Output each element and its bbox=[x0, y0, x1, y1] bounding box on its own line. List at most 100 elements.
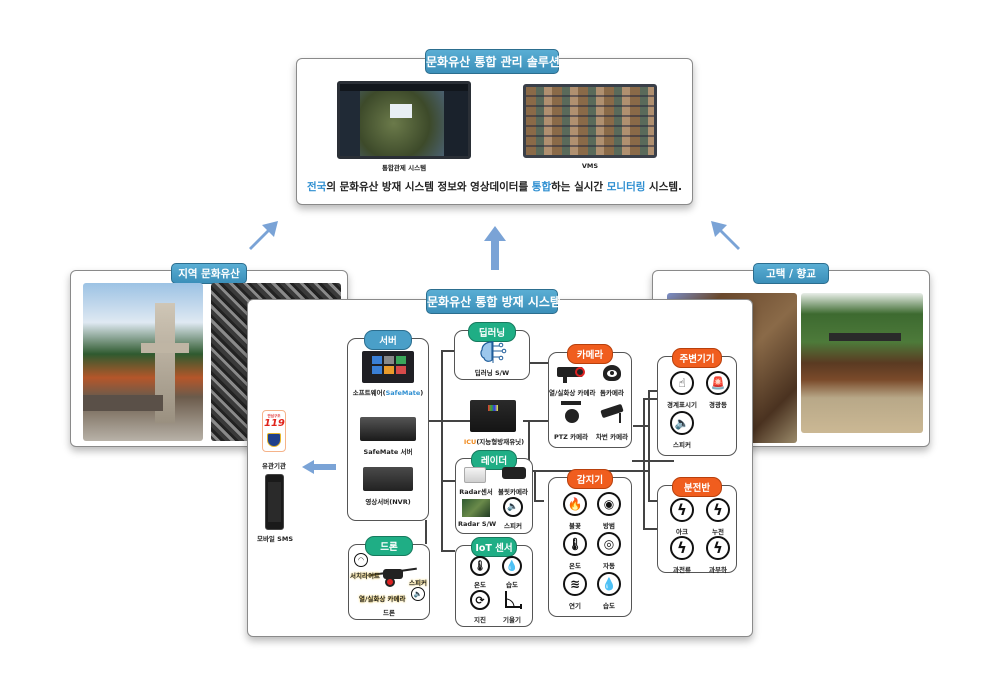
connector-line bbox=[523, 420, 553, 422]
safemate-software-label: 소프트웨어(SafeMate) bbox=[352, 389, 424, 397]
connector-line bbox=[418, 420, 473, 422]
control-system-label: 통합관제 시스템 bbox=[381, 164, 427, 172]
drone-callout-searchlight: 서치라이트 bbox=[350, 572, 380, 580]
disaster-prevention-title: 문화유산 통합 방재 시스템 bbox=[426, 289, 561, 314]
ptz-camera-image bbox=[561, 401, 583, 425]
thermometer-icon: 🌡 bbox=[470, 556, 490, 576]
connector-line bbox=[425, 520, 427, 544]
old-house-hyanggyo-title: 고택 / 향교 bbox=[753, 263, 829, 284]
agency-badge: 안심구조 119 bbox=[262, 410, 286, 452]
iot-humidity-label: 습도 bbox=[506, 581, 518, 589]
security-label: 방범 bbox=[603, 522, 615, 530]
radar-sensor-image bbox=[464, 467, 486, 483]
integrated-disaster-prevention-panel: 문화유산 통합 방재 시스템 안심구조 119 유관기관 모바일 SMS 서버 bbox=[247, 289, 753, 637]
desc-highlight-monitoring: 모니터링 bbox=[606, 181, 646, 193]
nvr-server-image bbox=[363, 467, 413, 491]
smoke-detector-icon: ≋ bbox=[563, 572, 587, 596]
iot-tilt-label: 기울기 bbox=[503, 616, 521, 624]
panelboard-group: 분전반 ϟ 아크 ϟ 누전 ϟ 과전류 ϟ 과부하 bbox=[657, 477, 737, 574]
mobile-sms-label: 모바일 SMS bbox=[256, 535, 294, 543]
iot-sensor-title: IoT 센서 bbox=[471, 537, 517, 557]
connector-line bbox=[528, 420, 530, 470]
peripheral-title: 주변기기 bbox=[672, 348, 722, 368]
overload-label: 과부하 bbox=[709, 566, 727, 574]
connector-line bbox=[632, 460, 674, 462]
safemate-server-label: SafeMate 서버 bbox=[363, 448, 413, 456]
drone-callout-thermal-camera: 열/실화상 카메라 bbox=[359, 595, 406, 603]
connector-line bbox=[441, 550, 455, 552]
humidity-label: 습도 bbox=[603, 602, 615, 610]
regional-heritage-title: 지역 문화유산 bbox=[171, 263, 247, 284]
tilt-icon bbox=[505, 591, 522, 609]
camera-title: 카메라 bbox=[567, 344, 613, 364]
radar-sensor-label: Radar센서 bbox=[459, 488, 493, 496]
temperature-label: 온도 bbox=[569, 562, 581, 570]
drone-title: 드론 bbox=[365, 536, 413, 556]
mobile-phone-image bbox=[265, 474, 284, 530]
drone-label: 드론 bbox=[383, 609, 395, 617]
safemate-server-image bbox=[360, 417, 416, 441]
speaker-icon: 🔈 bbox=[411, 587, 425, 601]
bullet-camera-image bbox=[502, 467, 526, 479]
thermal-camera-label: 열/실화상 카메라 bbox=[549, 389, 596, 397]
radar-group: 레이더 Radar센서 볼릿카메라 Radar S/W 🔈 스피커 bbox=[455, 450, 533, 534]
radar-title: 레이더 bbox=[471, 450, 517, 470]
police-emblem-icon bbox=[267, 433, 281, 447]
solution-description: 전국의 문화유산 방재 시스템 정보와 영상데이터를 통합하는 실시간 모니터링… bbox=[297, 179, 692, 194]
peripheral-speaker-label: 스피커 bbox=[673, 441, 691, 449]
connector-line bbox=[648, 390, 650, 500]
flame-detector-icon: 🔥 bbox=[563, 492, 587, 516]
deep-learning-title: 딥러닝 bbox=[468, 322, 516, 342]
flame-label: 불꽃 bbox=[569, 522, 581, 530]
connector-line bbox=[528, 362, 548, 364]
panelboard-title: 분전반 bbox=[672, 477, 722, 497]
warning-light-label: 경광등 bbox=[709, 401, 727, 409]
arrow-to-agencies bbox=[302, 460, 336, 474]
nvr-server-label: 영상서버(NVR) bbox=[365, 498, 411, 506]
leakage-label: 누전 bbox=[712, 528, 724, 536]
rescue-119-logo: 안심구조 119 bbox=[264, 414, 285, 429]
arrow-center-to-top bbox=[484, 226, 506, 270]
ptz-camera-label: PTZ 카메라 bbox=[553, 433, 589, 441]
desc-text-1: 의 문화유산 방재 시스템 정보와 영상데이터를 bbox=[326, 181, 532, 193]
warning-light-icon: 🚨 bbox=[706, 371, 730, 395]
license-plate-camera-label: 차번 카메라 bbox=[595, 433, 629, 441]
desc-highlight-nationwide: 전국 bbox=[306, 181, 327, 193]
brain-ai-icon bbox=[480, 341, 507, 363]
arc-label: 아크 bbox=[676, 528, 688, 536]
connector-line bbox=[643, 528, 657, 530]
desc-text-3: 시스템. bbox=[645, 181, 683, 193]
control-system-screenshot bbox=[337, 81, 471, 159]
desc-text-2: 하는 실시간 bbox=[551, 181, 607, 193]
server-title: 서버 bbox=[364, 330, 412, 350]
thermal-camera-image bbox=[557, 365, 585, 383]
overload-lightning-icon: ϟ bbox=[706, 536, 730, 560]
smoke-label: 연기 bbox=[569, 602, 581, 610]
agency-label: 유관기관 bbox=[262, 462, 286, 470]
radar-software-label: Radar S/W bbox=[458, 520, 497, 528]
speaker-icon: 🔈 bbox=[670, 411, 694, 435]
hyanggyo-photo bbox=[801, 293, 923, 433]
boundary-indicator-label: 경계표시기 bbox=[667, 401, 697, 409]
vms-label: VMS bbox=[581, 162, 599, 170]
arc-lightning-icon: ϟ bbox=[670, 498, 694, 522]
iot-earthquake-label: 지진 bbox=[474, 616, 486, 624]
drone-callout-speaker: 스피커 bbox=[409, 579, 427, 587]
earthquake-icon: ⟳ bbox=[470, 590, 490, 610]
leakage-lightning-icon: ϟ bbox=[706, 498, 730, 522]
deep-learning-label: 딥러닝 S/W bbox=[474, 369, 510, 377]
license-plate-camera-image bbox=[600, 403, 627, 423]
connector-line bbox=[643, 398, 657, 400]
deep-learning-group: 딥러닝 딥러닝 S/W bbox=[454, 322, 530, 380]
iot-sensor-group: IoT 센서 🌡 온도 💧 습도 ⟳ 지진 기울기 bbox=[455, 537, 533, 627]
bullet-camera-label: 볼릿카메라 bbox=[498, 488, 528, 496]
boundary-indicator-icon: ☝ bbox=[670, 371, 694, 395]
radar-speaker-label: 스피커 bbox=[504, 522, 522, 530]
speaker-icon: 🔈 bbox=[503, 497, 523, 517]
security-detector-icon: ◉ bbox=[597, 492, 621, 516]
connector-line bbox=[648, 500, 658, 502]
integrated-management-title: 문화유산 통합 관리 솔루션 bbox=[425, 49, 560, 74]
temperature-detector-icon: 🌡 bbox=[563, 532, 587, 556]
icu-label: ICU(지능형방재유닛) bbox=[463, 438, 525, 446]
peripheral-group: 주변기기 ☝ 경계표시기 🚨 경광등 🔈 스피커 bbox=[657, 348, 737, 456]
